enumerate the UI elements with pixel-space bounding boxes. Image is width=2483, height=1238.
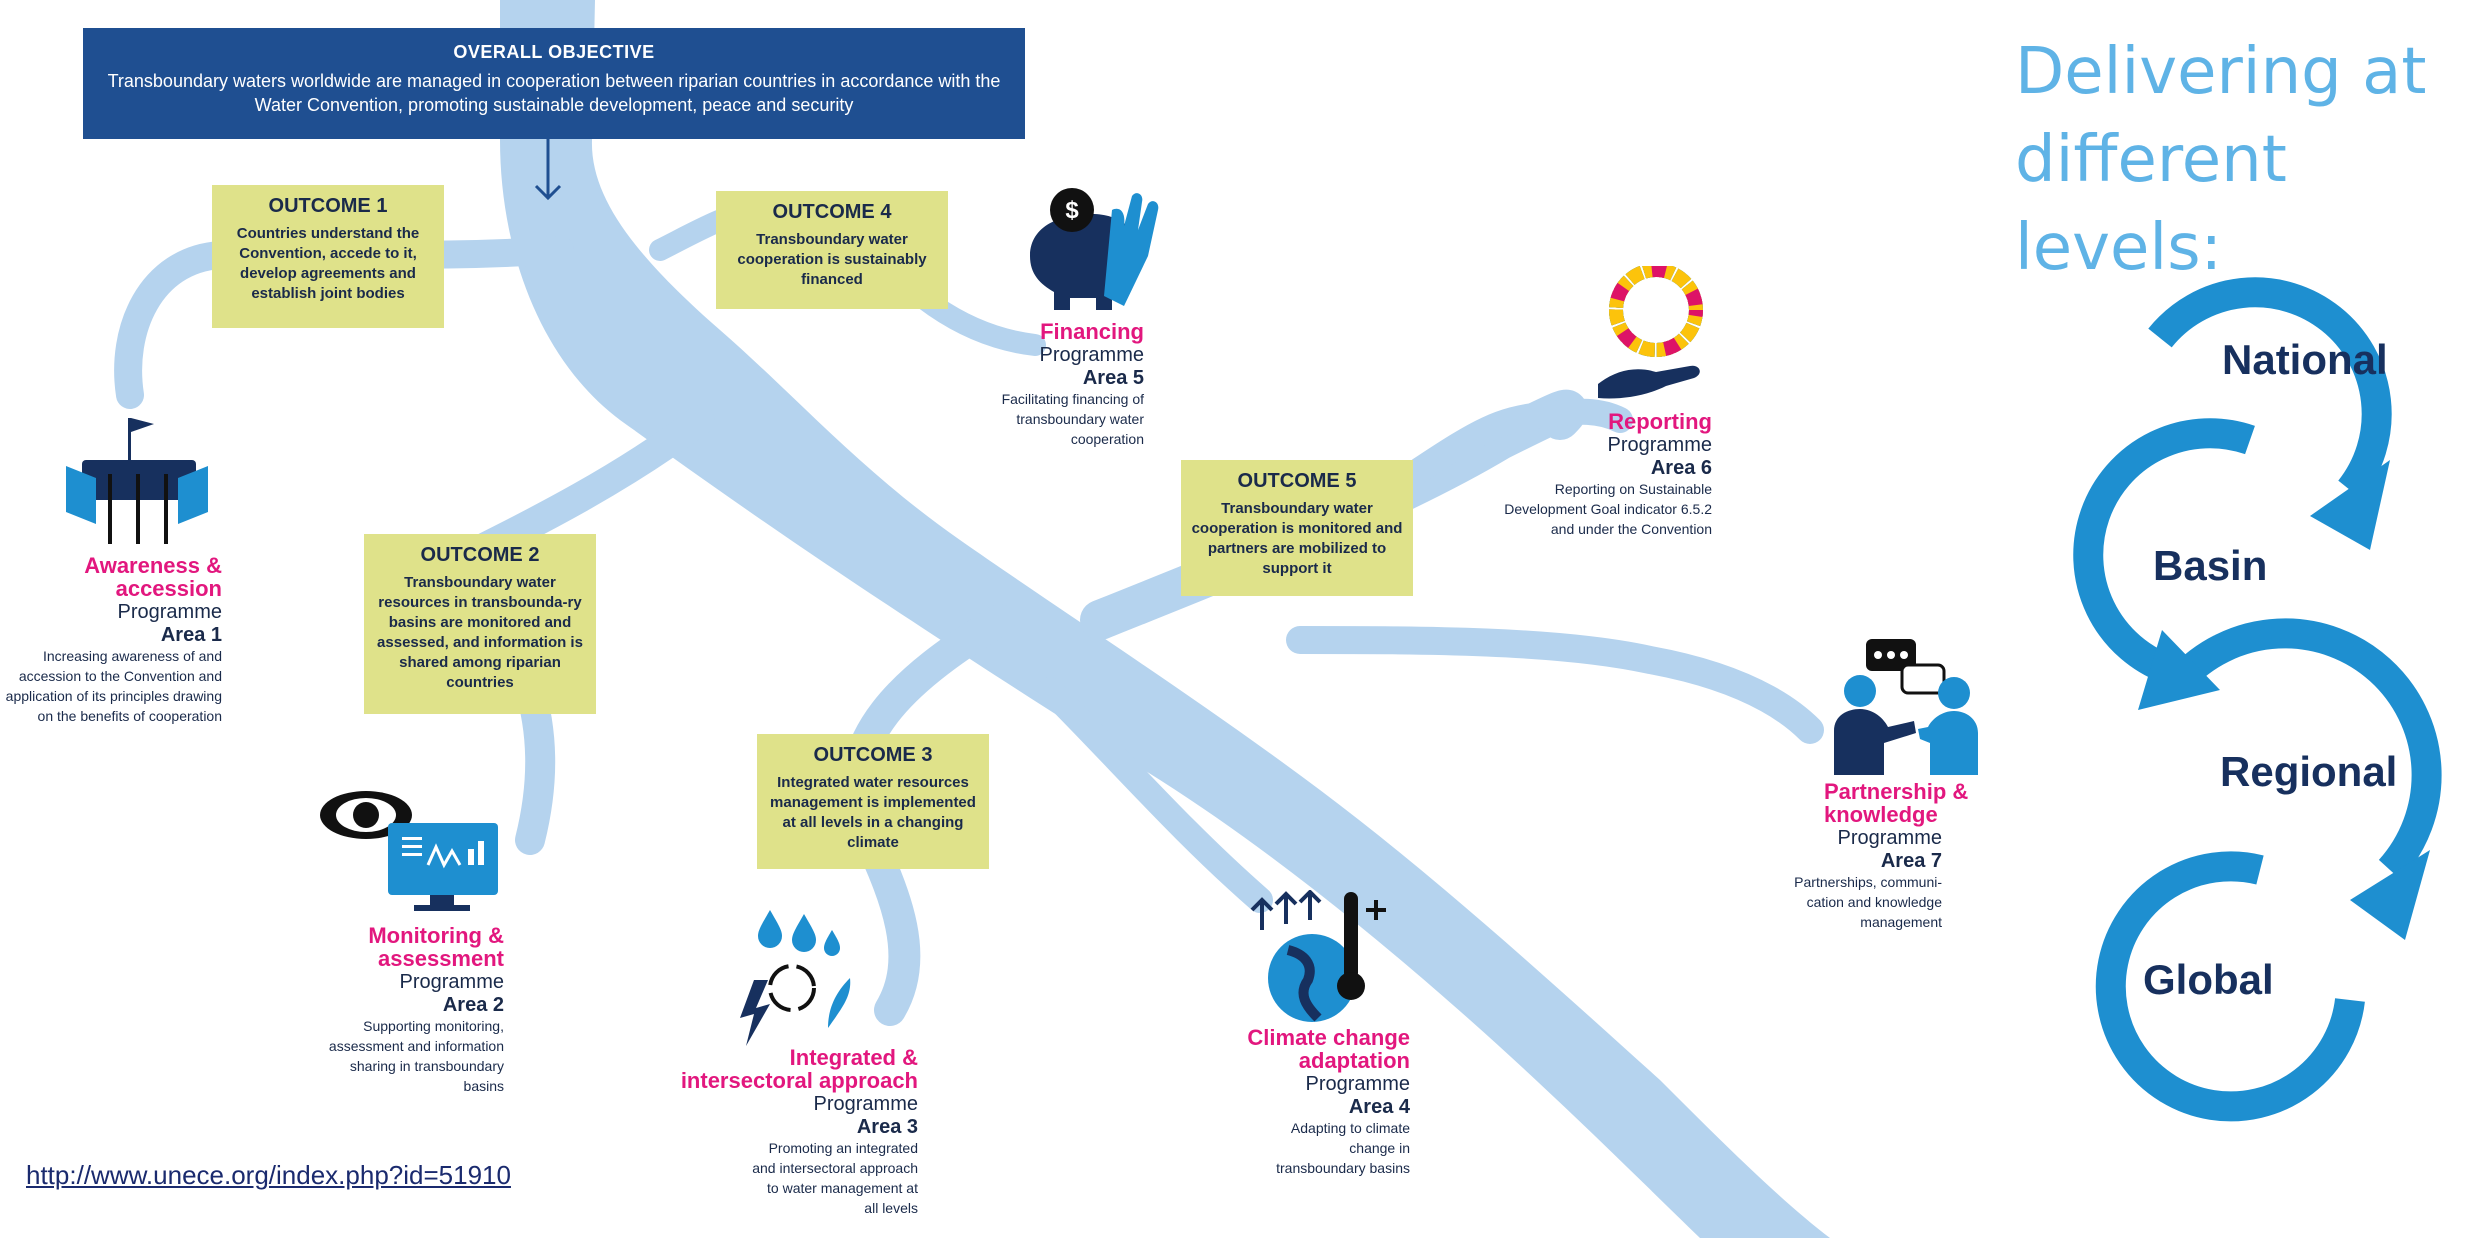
overall-objective-text: Transboundary waters worldwide are manag…	[107, 71, 1001, 115]
area-3-name: Integrated & intersectoral approach	[680, 1045, 918, 1093]
area-3-description: Promoting an integrated and intersectora…	[752, 1140, 918, 1216]
integrated-water-icon	[740, 910, 851, 1046]
area-1-label: Awareness & accession Programme Area 1 I…	[0, 554, 222, 726]
area-6-description: Reporting on Sustainable Development Goa…	[1504, 481, 1712, 537]
level-global: Global	[2143, 956, 2274, 1003]
area-2-description: Supporting monitoring, assessment and in…	[328, 1018, 504, 1094]
reporting-sdg-wheel-icon	[1598, 266, 1703, 399]
area-6-programme: Programme	[1607, 434, 1712, 456]
arrowhead-2-icon	[2138, 630, 2220, 710]
level-national: National	[2222, 336, 2388, 383]
monitoring-screen-icon	[320, 791, 498, 911]
area-2-number: Area 2	[442, 994, 504, 1016]
area-5-programme: Programme	[1039, 344, 1144, 366]
branch-reporting	[1407, 398, 1633, 483]
branch-climate	[1037, 677, 1273, 913]
overall-objective-box: OVERALL OBJECTIVE Transboundary waters w…	[83, 28, 1025, 139]
outcome-2-box: OUTCOME 2 Transboundary water resources …	[364, 534, 596, 714]
area-7-number: Area 7	[1880, 850, 1942, 872]
outcome-4-title: OUTCOME 4	[772, 201, 892, 223]
outcome-4-box: OUTCOME 4 Transboundary water cooperatio…	[716, 191, 948, 309]
area-2-programme: Programme	[399, 971, 504, 993]
financing-piggy-bank-icon: $	[1030, 188, 1159, 310]
outcome-2-title: OUTCOME 2	[420, 544, 540, 566]
outcome-5-title: OUTCOME 5	[1237, 470, 1357, 492]
area-2-label: Monitoring & assessment Programme Area 2…	[268, 924, 504, 1096]
source-link[interactable]: http://www.unece.org/index.php?id=51910	[26, 1160, 511, 1190]
area-4-label: Climate change adaptation Programme Area…	[1178, 1026, 1410, 1178]
outcome-3-text: Integrated water resources management is…	[770, 774, 976, 851]
delivering-title: Delivering at different levels:	[2015, 35, 2427, 285]
area-7-label: Partnership & knowledge Programme Area 7…	[1736, 780, 1986, 932]
area-2-name: Monitoring & assessment	[368, 923, 504, 971]
outcome-5-text: Transboundary water cooperation is monit…	[1191, 500, 1403, 577]
area-6-number: Area 6	[1650, 457, 1712, 479]
climate-change-icon	[1250, 890, 1386, 1022]
area-6-label: Reporting Programme Area 6 Reporting on …	[1502, 410, 1712, 539]
area-7-name: Partnership & knowledge	[1824, 779, 1969, 827]
arrowhead-1-icon	[2310, 460, 2390, 550]
down-arrow-icon	[534, 139, 562, 201]
area-4-description: Adapting to climate change in transbound…	[1276, 1120, 1410, 1176]
outcome-4-text: Transboundary water cooperation is susta…	[737, 231, 927, 288]
overall-objective-title: OVERALL OBJECTIVE	[453, 42, 655, 62]
outcome-1-title: OUTCOME 1	[268, 195, 388, 217]
outcome-1-text: Countries understand the Convention, acc…	[236, 225, 420, 302]
area-1-programme: Programme	[117, 601, 222, 623]
area-1-number: Area 1	[160, 624, 222, 646]
levels-spiral	[2073, 277, 2442, 1122]
area-7-description: Partnerships, communi-cation and knowled…	[1794, 874, 1942, 930]
level-basin: Basin	[2153, 542, 2268, 589]
area-1-name: Awareness & accession	[84, 553, 222, 601]
area-1-description: Increasing awareness of and accession to…	[5, 648, 222, 724]
area-6-name: Reporting	[1608, 409, 1712, 434]
outcome-3-box: OUTCOME 3 Integrated water resources man…	[757, 734, 989, 869]
area-3-label: Integrated & intersectoral approach Prog…	[660, 1046, 918, 1218]
area-5-label: Financing Programme Area 5 Facilitating …	[940, 320, 1144, 449]
partnership-people-icon	[1834, 639, 1978, 775]
area-3-number: Area 3	[856, 1116, 918, 1138]
area-5-number: Area 5	[1082, 367, 1144, 389]
branch-partnership	[1286, 626, 1824, 744]
area-5-name: Financing	[1040, 319, 1144, 344]
area-7-programme: Programme	[1837, 827, 1942, 849]
outcome-5-box: OUTCOME 5 Transboundary water cooperatio…	[1181, 460, 1413, 596]
outcome-1-box: OUTCOME 1 Countries understand the Conve…	[212, 185, 444, 328]
ring-global	[2095, 851, 2365, 1122]
outcome-2-text: Transboundary water resources in transbo…	[377, 574, 583, 691]
area-5-description: Facilitating financing of transboundary …	[1001, 391, 1144, 447]
area-4-programme: Programme	[1305, 1073, 1410, 1095]
ring-regional	[2168, 618, 2442, 881]
area-4-number: Area 4	[1348, 1096, 1410, 1118]
outcome-3-title: OUTCOME 3	[813, 744, 933, 766]
area-4-name: Climate change adaptation	[1247, 1025, 1410, 1073]
ring-national	[2148, 277, 2392, 500]
area-3-programme: Programme	[813, 1093, 918, 1115]
awareness-flag-icon	[66, 418, 208, 544]
svg-text:$: $	[1065, 197, 1079, 224]
level-regional: Regional	[2220, 748, 2398, 795]
ring-basin	[2073, 418, 2255, 685]
arrowhead-3-icon	[2350, 850, 2430, 940]
